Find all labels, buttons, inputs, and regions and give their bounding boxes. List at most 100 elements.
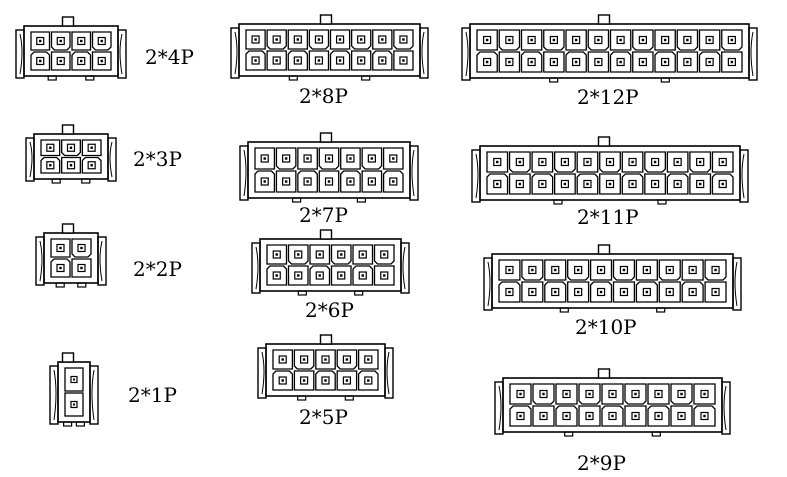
right-flange-curve	[91, 369, 95, 421]
pin	[367, 177, 376, 186]
cavity	[520, 29, 543, 51]
cavity	[498, 51, 521, 73]
connector-2x12	[461, 14, 758, 83]
pin-center	[392, 180, 395, 183]
pin	[321, 376, 330, 385]
pin	[272, 271, 281, 280]
cavity	[498, 29, 521, 51]
pin	[711, 287, 720, 297]
pin-center	[691, 290, 694, 294]
cavity	[352, 265, 374, 286]
pin	[87, 143, 96, 152]
cavity	[254, 170, 276, 193]
right-flange-curve	[99, 240, 103, 282]
cavity	[309, 265, 331, 286]
cavity	[553, 151, 576, 173]
pin	[272, 35, 281, 44]
pin-center	[402, 38, 405, 41]
pin	[321, 355, 330, 364]
cavity	[498, 259, 521, 281]
cavity	[361, 147, 383, 170]
pin-center	[634, 392, 637, 396]
pin	[342, 355, 351, 364]
pin-center	[345, 379, 349, 382]
pin	[677, 411, 686, 421]
cavity	[666, 173, 689, 195]
cavity	[693, 383, 716, 405]
cavity	[336, 349, 358, 370]
pin	[718, 157, 727, 167]
cavity	[587, 51, 610, 73]
pin	[380, 250, 389, 259]
pin-center	[576, 268, 580, 272]
cavity	[486, 151, 509, 173]
pin-center	[531, 290, 534, 294]
cavity	[567, 259, 590, 281]
pin-center	[634, 414, 637, 418]
pin	[594, 35, 603, 45]
left-flange	[15, 29, 25, 79]
pin-center	[541, 160, 544, 164]
pin	[357, 56, 366, 65]
cavity	[647, 405, 670, 427]
pin-center	[686, 38, 689, 42]
left-flange-curve	[39, 240, 43, 282]
pin	[272, 56, 281, 65]
pin	[493, 157, 502, 167]
pin-center	[663, 60, 667, 64]
pin-center	[496, 160, 499, 164]
pin	[673, 179, 682, 189]
pin	[700, 389, 709, 399]
cavity	[553, 173, 576, 195]
pin-center	[263, 180, 266, 183]
pin	[673, 157, 682, 167]
pin	[324, 177, 334, 186]
pin-center	[530, 38, 533, 42]
left-flange	[230, 27, 240, 79]
latch-tab	[319, 14, 333, 25]
cavity	[635, 281, 658, 303]
pin	[539, 411, 548, 421]
left-flange	[239, 145, 249, 201]
left-flange-curve	[255, 246, 259, 290]
pin	[650, 179, 660, 189]
pin	[650, 157, 660, 167]
pin-center	[691, 268, 694, 272]
cavity	[318, 147, 340, 170]
cavity	[245, 50, 266, 71]
pin-center	[349, 157, 352, 160]
pin-center	[302, 358, 306, 361]
cavity	[330, 265, 352, 286]
right-flange	[732, 257, 742, 311]
bottom-peg-2	[361, 75, 371, 81]
cavity	[599, 151, 621, 173]
pin-center	[680, 414, 683, 418]
pin	[718, 179, 727, 189]
pin	[505, 287, 514, 297]
pin-center	[518, 160, 522, 164]
pin-center	[281, 358, 284, 361]
pin-center	[370, 157, 374, 160]
pin	[665, 287, 674, 297]
cavity	[666, 151, 689, 173]
cavity	[721, 51, 743, 73]
pin-center	[676, 182, 679, 186]
pin-center	[359, 59, 363, 62]
latch-tab	[319, 334, 333, 345]
pin-center	[317, 59, 321, 62]
pin-center	[318, 274, 321, 277]
label-2x11: 2*11P	[577, 205, 639, 229]
cavity	[624, 405, 647, 427]
cavity	[555, 405, 578, 427]
pin	[483, 57, 492, 67]
housing-body	[491, 253, 734, 309]
pin-center	[631, 160, 634, 164]
cavity	[64, 367, 84, 392]
pin	[605, 179, 615, 189]
pin-center	[588, 392, 591, 396]
pin	[66, 161, 76, 170]
cavity	[266, 265, 288, 286]
pin	[560, 179, 570, 189]
pin-center	[508, 38, 511, 42]
cavity	[297, 147, 318, 170]
